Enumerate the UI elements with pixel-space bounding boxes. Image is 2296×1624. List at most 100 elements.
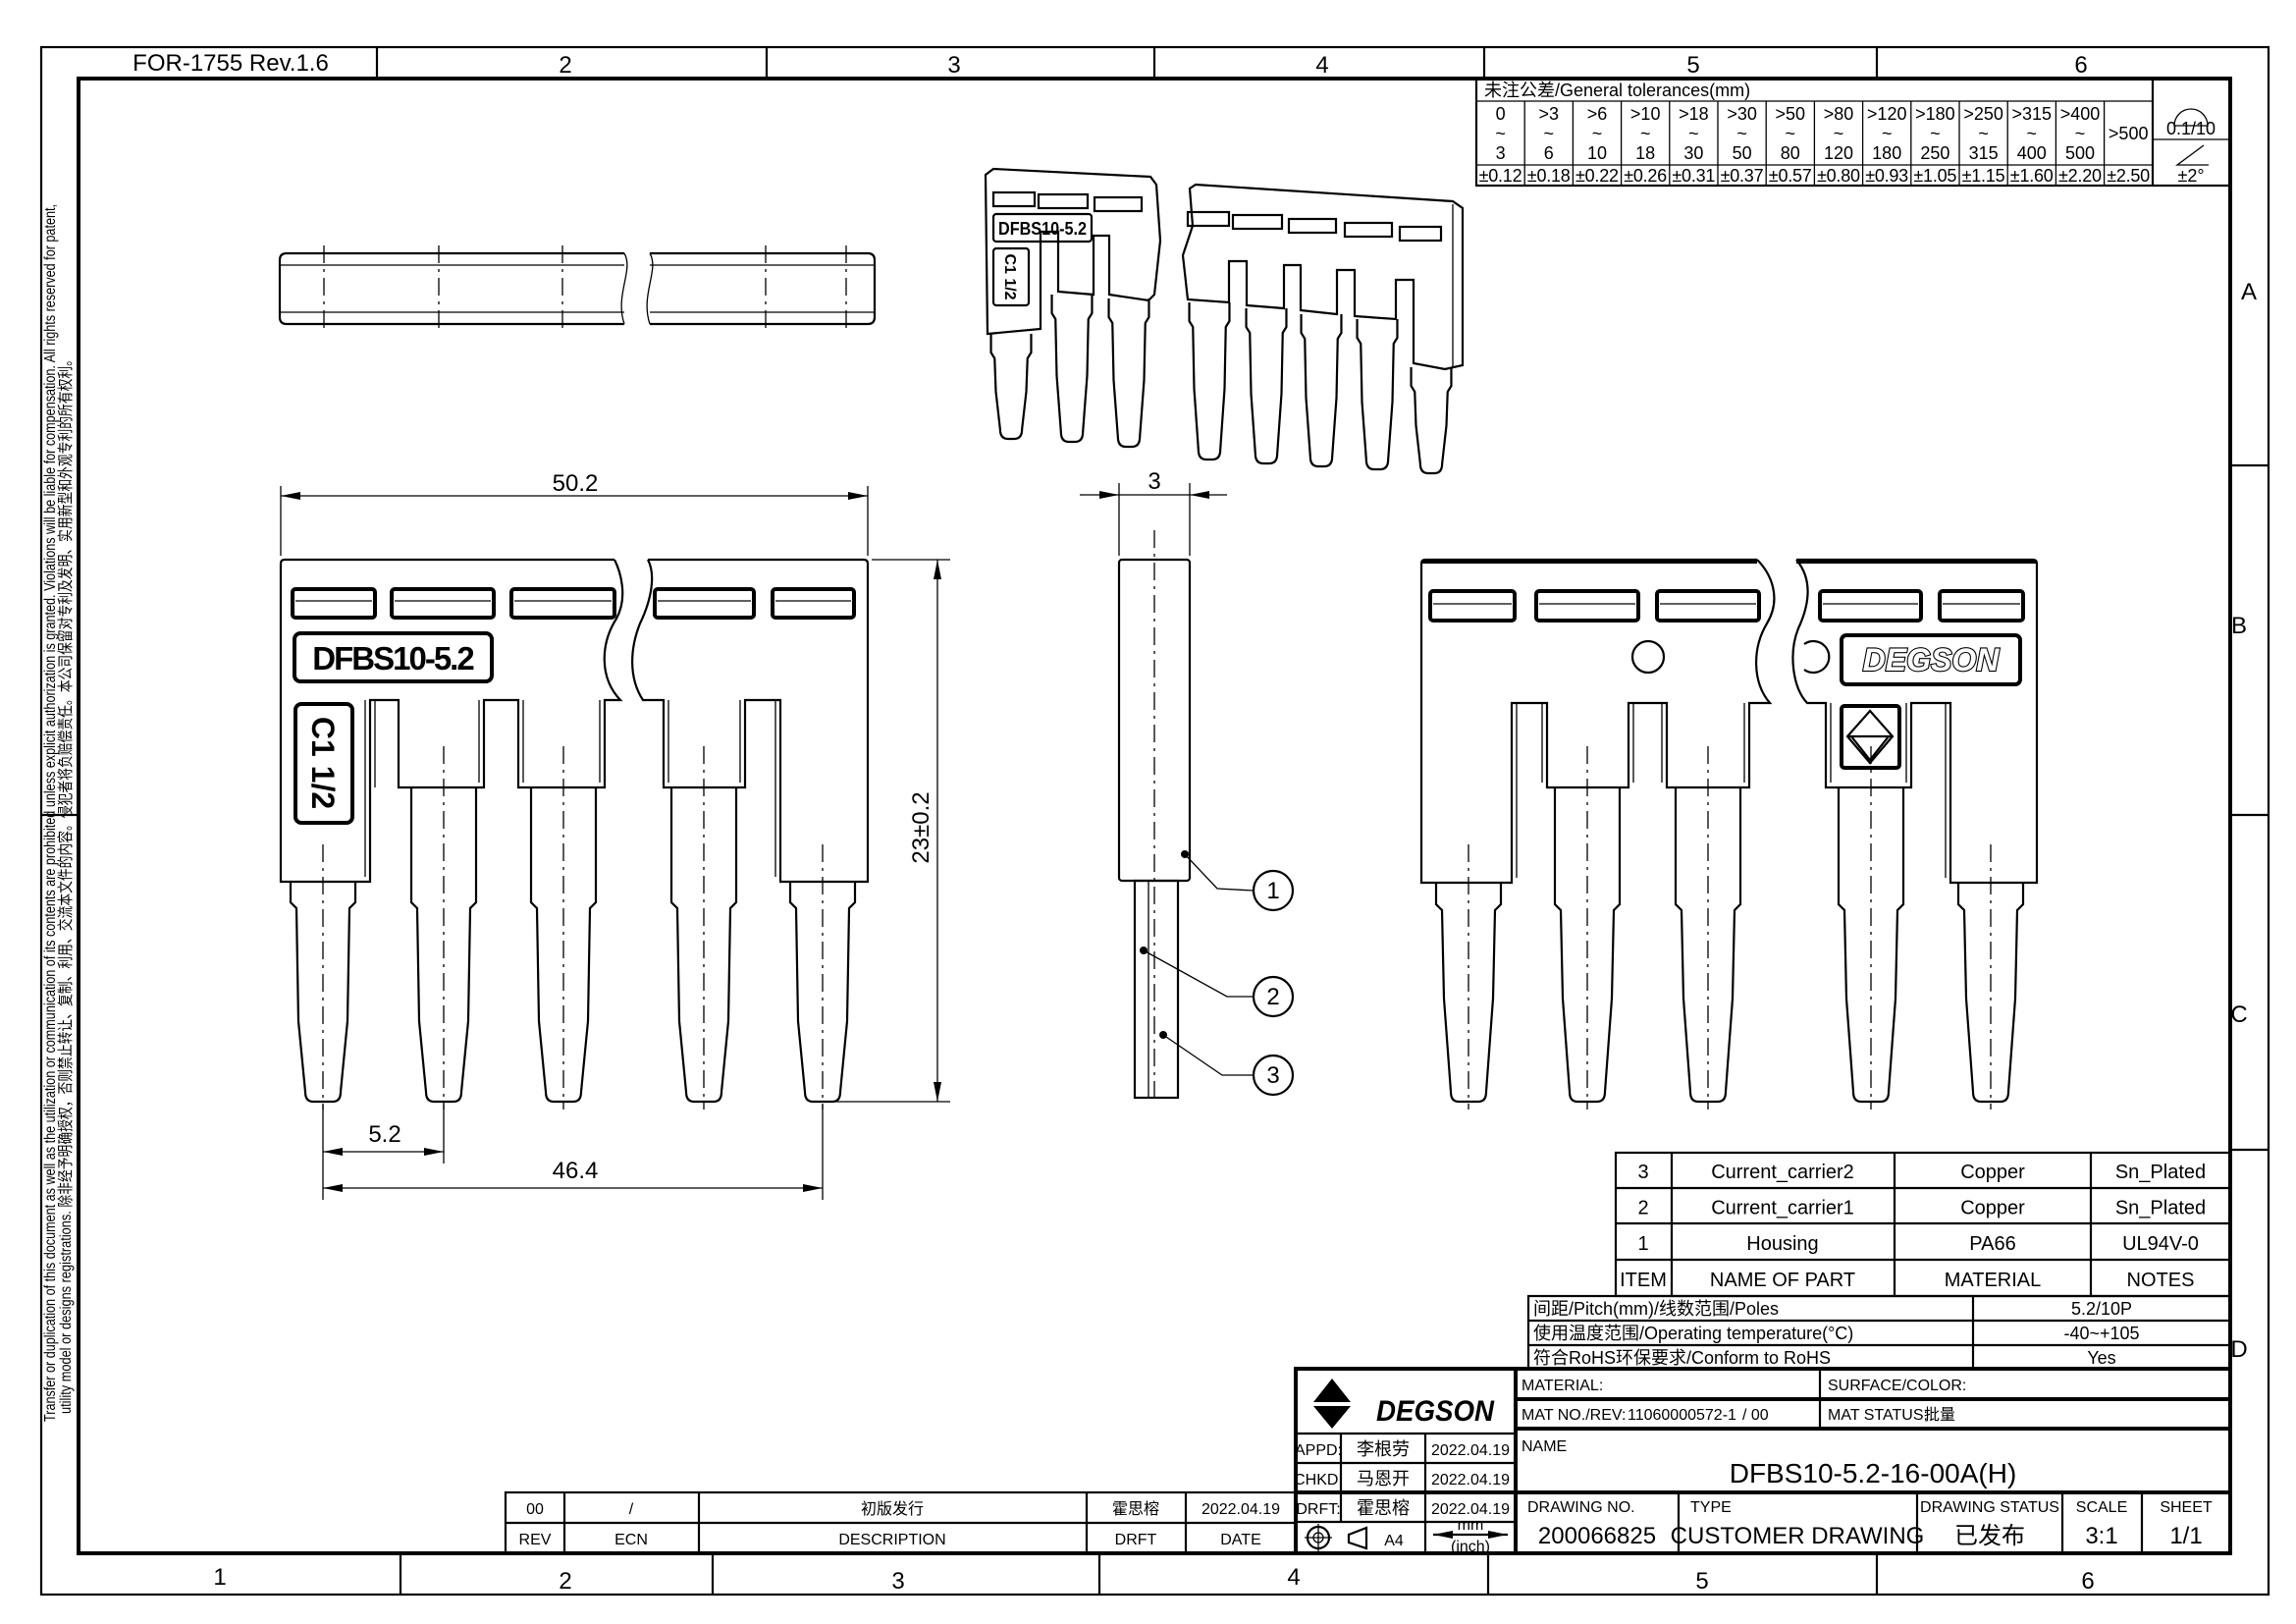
- pin-contact: [529, 787, 598, 1104]
- type-label: TYPE: [1690, 1499, 1732, 1516]
- iso-part-label: [991, 212, 1094, 244]
- tolerance-range-to: 50: [1733, 143, 1752, 163]
- spec-label: 符合RoHS环保要求/Conform to RoHS: [1533, 1348, 1831, 1368]
- brand-label-box: [1840, 633, 2022, 686]
- cover-slots: [291, 587, 856, 620]
- cert-label-box: [294, 702, 354, 825]
- housing-outline: [279, 558, 624, 884]
- part-name: DFBS10-5.2-16-00A(H): [1730, 1458, 2017, 1489]
- brand-label: DEGSON: [1863, 642, 2001, 677]
- logo-text: DEGSON: [1376, 1395, 1495, 1428]
- tolerance-range-from: >315: [2012, 104, 2053, 124]
- tolerance-value: ±0.57: [1769, 166, 1812, 186]
- parts-cell: Current_carrier2: [1711, 1162, 1854, 1183]
- tolerance-range-from: >120: [1867, 104, 1907, 124]
- unit-main: mm: [1458, 1517, 1484, 1534]
- front-view-label-side: DFBS10-5.2 C1 1/2: [279, 558, 870, 1110]
- status-label: DRAWING STATUS: [1920, 1499, 2059, 1516]
- part-label: DFBS10-5.2: [312, 640, 474, 677]
- sheet-frame: [39, 45, 2270, 1597]
- pin-contact: [669, 787, 738, 1104]
- tolerance-value: ±0.37: [1721, 166, 1764, 186]
- parts-cell: 3: [1637, 1162, 1648, 1183]
- tolerance-range-sep: ~: [1688, 124, 1699, 143]
- isometric-view: DFBS10-5.2 C1 1/2: [984, 167, 1465, 475]
- mat-rev: / 00: [1742, 1407, 1769, 1424]
- housing-outline: [631, 558, 870, 884]
- pin-contact: [1107, 298, 1150, 449]
- tolerance-range-sep: ~: [1736, 124, 1747, 143]
- angle-icon: [2175, 144, 2209, 166]
- mat-no-value: 11060000572-1: [1628, 1407, 1736, 1424]
- parts-header: NAME OF PART: [1710, 1270, 1855, 1291]
- parts-header: NOTES: [2127, 1270, 2195, 1291]
- tolerance-range-sep: ~: [1544, 124, 1555, 143]
- tolerance-value: ±2.20: [2058, 166, 2102, 186]
- pin-contact: [1188, 302, 1231, 461]
- projection-symbol-icon: [1305, 1524, 1368, 1551]
- pin-contact: [1956, 883, 2025, 1104]
- balloon-3-label: 3: [1266, 1062, 1279, 1089]
- degson-logo: DEGSON: [1313, 1379, 1495, 1429]
- pin-contact: [1674, 787, 1742, 1104]
- spec-value: -40~+105: [2063, 1324, 2139, 1343]
- carrier-side: [1133, 879, 1180, 1100]
- zone-row-label: A: [2241, 279, 2257, 305]
- zone-col-label: 6: [2081, 1568, 2094, 1595]
- zone-col-label: 6: [2074, 52, 2087, 79]
- tolerance-range-from: >30: [1727, 104, 1757, 124]
- dim-thickness: 3: [1148, 468, 1160, 495]
- tolerance-range-to: 10: [1587, 143, 1607, 163]
- tolerance-value: ±1.15: [1962, 166, 2005, 186]
- revision-cell: 初版发行: [861, 1500, 924, 1518]
- revision-header: DATE: [1220, 1532, 1260, 1548]
- pin-contact: [788, 882, 857, 1104]
- tolerance-range-from: >180: [1915, 104, 1955, 124]
- tolerance-range-to: 6: [1544, 143, 1554, 163]
- pin-contact: [1300, 314, 1343, 468]
- tolerance-range-from: 0: [1496, 104, 1506, 124]
- pin-contact: [1050, 295, 1094, 444]
- revision-cell: 霍思榕: [1112, 1500, 1159, 1518]
- tolerance-range-from: >10: [1630, 104, 1661, 124]
- side-view: [1080, 483, 1295, 1105]
- tolerance-range-from: >18: [1679, 104, 1709, 124]
- mat-status-label: MAT STATUS:: [1828, 1407, 1928, 1424]
- locating-hole: [1803, 639, 1831, 675]
- flatness-tolerance: 0.1/10: [2166, 119, 2216, 138]
- tolerance-range-sep: ~: [1592, 124, 1603, 143]
- tolerance-range-to: 30: [1683, 143, 1703, 163]
- tolerance-range-sep: ~: [1834, 124, 1844, 143]
- paper-size: A4: [1384, 1533, 1404, 1549]
- zone-col-label: 3: [947, 52, 960, 79]
- zone-col-label: 2: [559, 1568, 571, 1595]
- revision-header: DESCRIPTION: [838, 1532, 945, 1548]
- balloon-1: [1252, 869, 1295, 912]
- parts-cell: PA66: [1969, 1233, 2015, 1255]
- dim-overall-width: 50.2: [553, 470, 599, 497]
- parts-cell: Sn_Plated: [2115, 1162, 2206, 1183]
- pin-contact: [1553, 787, 1622, 1104]
- tolerance-value: ±0.26: [1624, 166, 1667, 186]
- tolerance-value: ±1.05: [1913, 166, 1956, 186]
- balloon-2-label: 2: [1266, 984, 1279, 1010]
- tolerance-value: ±0.31: [1672, 166, 1715, 186]
- tolerance-range-to: 80: [1781, 143, 1800, 163]
- tolerance-value: ±0.80: [1817, 166, 1860, 186]
- approval-date: 2022.04.19: [1431, 1472, 1510, 1489]
- parts-cell: Current_carrier1: [1711, 1198, 1854, 1219]
- tolerance-range-to: 18: [1635, 143, 1655, 163]
- balloon-1-label: 1: [1266, 878, 1279, 904]
- parts-cell: 2: [1637, 1198, 1648, 1219]
- spec-label: 间距/Pitch(mm)/线数范围/Poles: [1533, 1299, 1779, 1319]
- iso-cert-label-text: C1 1/2: [1001, 253, 1018, 299]
- approval-role: APPD:: [1295, 1442, 1342, 1459]
- tolerance-range-from: >3: [1539, 104, 1560, 124]
- pin-contact: [1245, 308, 1288, 465]
- zone-col-label: 4: [1287, 1564, 1300, 1591]
- iso-part-label-text: DFBS10-5.2: [998, 219, 1087, 239]
- top-view: [278, 245, 877, 334]
- form-id: FOR-1755 Rev.1.6: [133, 50, 329, 77]
- spec-label: 使用温度范围/Operating temperature(°C): [1533, 1324, 1853, 1343]
